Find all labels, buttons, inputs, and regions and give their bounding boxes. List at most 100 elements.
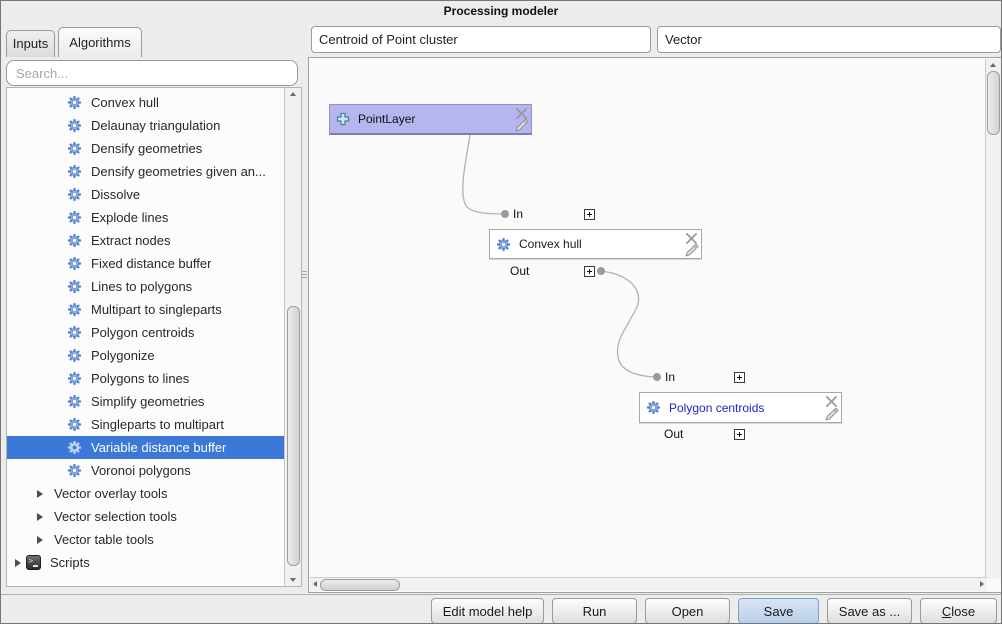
tree-item-label: Scripts (50, 555, 90, 570)
connection-links (462, 134, 661, 381)
gear-icon (67, 118, 82, 133)
tree-item-label: Vector overlay tools (54, 486, 168, 501)
scroll-left-icon[interactable] (313, 581, 317, 587)
tree-item-vector-selection-tools[interactable]: Vector selection tools (7, 505, 301, 528)
tree-item-explode-lines[interactable]: Explode lines (7, 206, 301, 229)
node-convex-hull[interactable]: Convex hull (489, 229, 702, 259)
expand-in-icon[interactable] (584, 209, 595, 220)
tree-item-polygon-centroids[interactable]: Polygon centroids (7, 321, 301, 344)
tree-item-label: Densify geometries given an... (91, 164, 266, 179)
gear-icon (496, 237, 511, 251)
tree-item-label: Densify geometries (91, 141, 203, 156)
tree-item-label: Singleparts to multipart (91, 417, 224, 432)
tree-item-voronoi-polygons[interactable]: Voronoi polygons (7, 459, 301, 482)
tree-scrollbar-thumb[interactable] (287, 306, 300, 566)
expand-in-icon[interactable] (734, 372, 745, 383)
tree-item-simplify-geometries[interactable]: Simplify geometries (7, 390, 301, 413)
tree-item-variable-distance-buffer[interactable]: Variable distance buffer (7, 436, 301, 459)
gear-icon (67, 440, 82, 455)
tree-item-delaunay-triangulation[interactable]: Delaunay triangulation (7, 114, 301, 137)
chevron-right-icon (37, 535, 43, 544)
tree-item-singleparts-to-multipart[interactable]: Singleparts to multipart (7, 413, 301, 436)
tree-item-label: Delaunay triangulation (91, 118, 221, 133)
tree-item-scripts[interactable]: Scripts (7, 551, 301, 574)
close-rest: lose (951, 603, 976, 619)
tree-item-label: Convex hull (91, 95, 159, 110)
tree-item-convex-hull[interactable]: Convex hull (7, 91, 301, 114)
edit-node-icon[interactable] (685, 243, 699, 257)
expand-out-icon[interactable] (584, 266, 595, 277)
run-button[interactable]: Run (552, 598, 637, 623)
tree-item-dissolve[interactable]: Dissolve (7, 183, 301, 206)
tree-item-label: Lines to polygons (91, 279, 193, 294)
connection-dot (501, 210, 509, 218)
tree-item-multipart-to-singleparts[interactable]: Multipart to singleparts (7, 298, 301, 321)
tree-item-label: Fixed distance buffer (91, 256, 212, 271)
tree-item-polygonize[interactable]: Polygonize (7, 344, 301, 367)
chevron-right-icon (15, 558, 21, 567)
gear-icon (67, 325, 82, 340)
node-pointlayer[interactable]: PointLayer (329, 104, 532, 135)
chevron-right-icon (37, 489, 43, 498)
scroll-right-icon[interactable] (980, 581, 984, 587)
tree-item-label: Vector table tools (54, 532, 154, 547)
node-title: Convex hull (519, 237, 582, 251)
canvas-vscroll-thumb[interactable] (987, 71, 1000, 135)
convex-hull-in-label: In (513, 207, 524, 221)
polygon-centroids-out-label: Out (664, 427, 684, 441)
model-name-input[interactable] (311, 26, 651, 53)
search-input[interactable] (6, 60, 298, 86)
window-title: Processing modeler (443, 4, 559, 18)
tree-item-extract-nodes[interactable]: Extract nodes (7, 229, 301, 252)
save-as-button[interactable]: Save as ... (827, 598, 912, 623)
connection-dot (653, 373, 661, 381)
edit-model-help-button[interactable]: Edit model help (431, 598, 544, 623)
node-title: PointLayer (358, 112, 416, 126)
tree-item-label: Variable distance buffer (91, 440, 227, 455)
expand-out-icon[interactable] (734, 429, 745, 440)
gear-icon (67, 187, 82, 202)
edit-node-icon[interactable] (825, 407, 839, 421)
connection-dot (597, 267, 605, 275)
terminal-icon (26, 555, 41, 570)
gear-icon (67, 210, 82, 225)
gear-icon (67, 279, 82, 294)
titlebar: Processing modeler (1, 1, 1001, 23)
open-button[interactable]: Open (645, 598, 730, 623)
gear-icon (67, 394, 82, 409)
tree-scrollbar[interactable] (284, 88, 301, 586)
canvas-hscroll-thumb[interactable] (320, 579, 400, 591)
node-polygon-centroids[interactable]: Polygon centroids (639, 392, 842, 423)
model-canvas[interactable]: PointLayer In Convex hull Out In Polygon… (308, 57, 1001, 593)
tree-item-vector-table-tools[interactable]: Vector table tools (7, 528, 301, 551)
gear-icon (67, 164, 82, 179)
scroll-down-icon[interactable] (290, 578, 296, 582)
tree-item-polygons-to-lines[interactable]: Polygons to lines (7, 367, 301, 390)
tree-item-label: Polygons to lines (91, 371, 190, 386)
gear-icon (67, 371, 82, 386)
gear-icon (67, 348, 82, 363)
tree-item-fixed-distance-buffer[interactable]: Fixed distance buffer (7, 252, 301, 275)
tab-inputs[interactable]: Inputs (6, 30, 55, 57)
edit-node-icon[interactable] (515, 118, 529, 132)
model-group-input[interactable] (657, 26, 1001, 53)
save-button[interactable]: Save (738, 598, 819, 623)
gear-icon (67, 417, 82, 432)
tree-item-vector-overlay-tools[interactable]: Vector overlay tools (7, 482, 301, 505)
chevron-right-icon (37, 512, 43, 521)
canvas-vertical-scrollbar[interactable] (985, 59, 1001, 579)
tree-item-label: Polygon centroids (91, 325, 195, 340)
scroll-up-icon[interactable] (290, 92, 296, 96)
polygon-centroids-in-label: In (665, 370, 676, 384)
tree-item-densify-geometries-given[interactable]: Densify geometries given an... (7, 160, 301, 183)
tree-item-densify-geometries[interactable]: Densify geometries (7, 137, 301, 160)
pane-splitter[interactable] (302, 269, 307, 280)
close-button[interactable]: Close (920, 598, 997, 623)
canvas-horizontal-scrollbar[interactable] (310, 577, 987, 591)
tree-item-label: Multipart to singleparts (91, 302, 222, 317)
scroll-up-icon[interactable] (990, 63, 996, 67)
tab-algorithms[interactable]: Algorithms (58, 27, 142, 57)
tree-item-lines-to-polygons[interactable]: Lines to polygons (7, 275, 301, 298)
node-title: Polygon centroids (669, 400, 765, 415)
